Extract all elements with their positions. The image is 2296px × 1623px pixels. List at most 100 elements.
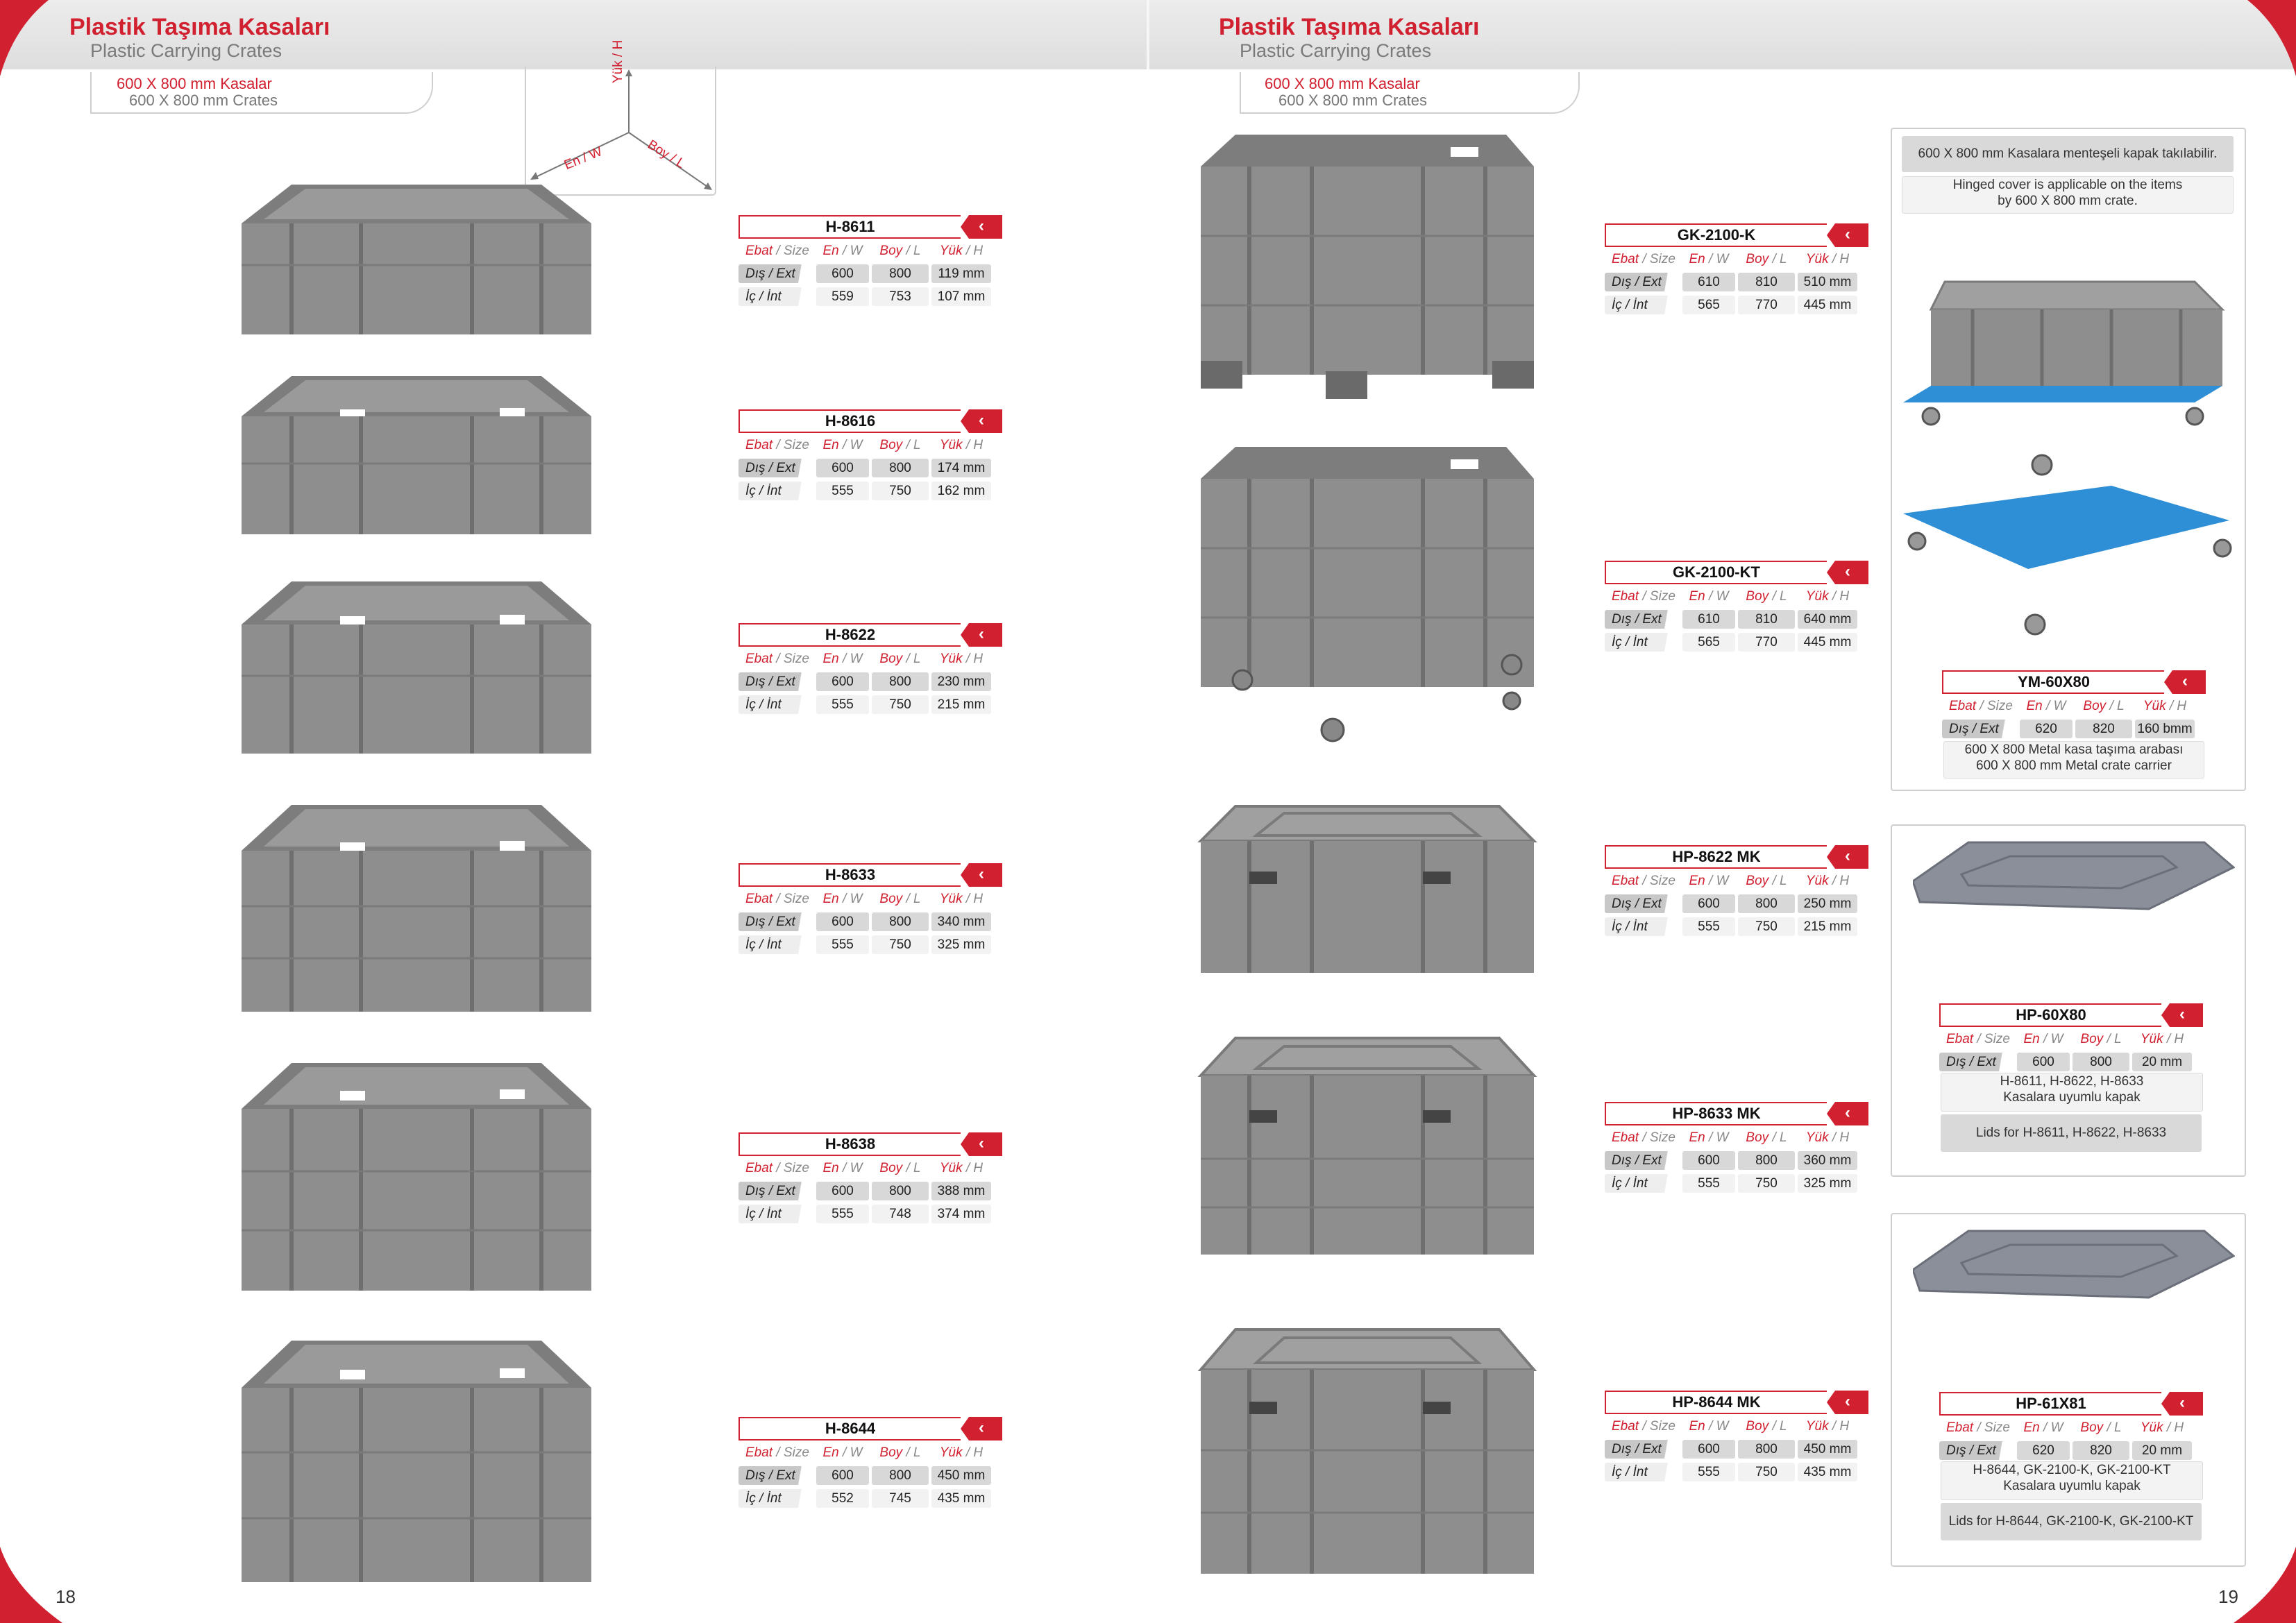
external-length: 800 [1738,894,1795,913]
size-header: Ebat / Size [1605,872,1680,890]
height-header-tr: Yük [2143,699,2166,713]
length-header: Boy / L [872,241,929,260]
size-header-en: / Size [1639,874,1675,888]
spec-header-row: Ebat / Size En / W Boy / L Yük / H [738,648,1002,670]
width-header-tr: En [1689,1419,1705,1434]
external-height: 20 mm [2132,1441,2192,1460]
height-header: Yük / H [931,1159,991,1178]
height-header: Yük / H [931,890,991,908]
spec-title-bar: HP-60X80 ‹ [1939,1003,2203,1027]
width-header-tr: En [1689,589,1705,604]
internal-height: 445 mm [1798,296,1857,314]
length-header-tr: Boy [879,892,903,906]
internal-label: İç / İnt [1605,633,1680,652]
h-8638-spec-table: H-8638 ‹ Ebat / Size En / W Boy / L Yük … [738,1132,1002,1225]
external-height: 640 mm [1798,610,1857,629]
internal-width: 555 [816,935,869,954]
size-header-en: / Size [1973,1032,2010,1046]
external-length: 800 [872,672,929,691]
external-width: 600 [816,912,869,931]
size-header-en: / Size [1639,1130,1675,1145]
crate-image-h-8633 [242,805,591,1012]
left-page-title: Plastik Taşıma Kasaları [69,14,330,40]
size-header: Ebat / Size [1605,587,1680,606]
height-header: Yük / H [931,649,991,668]
spec-title-bar: H-8644 ‹ [738,1417,1002,1441]
internal-height: 435 mm [1798,1463,1857,1481]
size-header: Ebat / Size [1942,697,2017,715]
spec-header-row: Ebat / Size En / W Boy / L Yük / H [1939,1028,2203,1050]
width-header: En / W [816,649,869,668]
chevron-left-icon: ‹ [1827,1391,1868,1414]
left-bottom-corner-swoosh [0,1547,62,1623]
chevron-left-icon: ‹ [1827,561,1868,584]
width-header-tr: En [1689,1130,1705,1145]
external-label: Dış / Ext [1942,720,2017,738]
left-tab-en: 600 X 800 mm Crates [129,92,278,109]
size-header-en: / Size [773,892,809,906]
length-header: Boy / L [1738,1128,1795,1147]
external-dimensions-row: Dış / Ext 600 800 360 mm [1605,1150,1868,1171]
h-8616-spec-table: H-8616 ‹ Ebat / Size En / W Boy / L Yük … [738,409,1002,502]
external-dimensions-row: Dış / Ext 620 820 160 bmm [1942,718,2206,740]
size-header-en: / Size [773,1161,809,1175]
length-header-en: / L [2106,699,2125,713]
crate-image-gk-2100-k [1201,135,1534,399]
external-width: 600 [816,264,869,283]
width-header: En / W [2017,1030,2070,1048]
size-header: Ebat / Size [1605,1417,1680,1436]
hp-60x80-spec-table: HP-60X80 ‹ Ebat / Size En / W Boy / L Yü… [1939,1003,2203,1073]
height-header-tr: Yük [939,438,963,452]
internal-width: 555 [816,482,869,500]
width-header-en: / W [1705,252,1729,266]
size-header-tr: Ebat [1612,589,1639,604]
length-header-tr: Boy [1746,252,1769,266]
height-header-en: / H [1828,874,1850,888]
spec-header-row: Ebat / Size En / W Boy / L Yük / H [738,434,1002,456]
spec-header-row: Ebat / Size En / W Boy / L Yük / H [738,1157,1002,1179]
internal-dimensions-row: İç / İnt 555 750 215 mm [1605,916,1868,937]
ym-60x80-spec-table: YM-60X80 ‹ Ebat / Size En / W Boy / L Yü… [1942,670,2206,740]
gk-2100-k-spec-table: GK-2100-K ‹ Ebat / Size En / W Boy / L Y… [1605,223,1868,316]
external-dimensions-row: Dış / Ext 600 800 450 mm [738,1465,1002,1486]
spec-header-row: Ebat / Size En / W Boy / L Yük / H [1939,1417,2203,1438]
length-header-en: / L [902,244,921,258]
size-header-en: / Size [773,244,809,258]
height-header-tr: Yük [939,1445,963,1460]
internal-length: 750 [872,482,929,500]
chevron-left-icon: ‹ [961,1417,1002,1441]
external-length: 800 [872,459,929,477]
spec-title-bar: H-8638 ‹ [738,1132,1002,1156]
lid-image-hp-61x81 [1913,1230,2235,1299]
product-code: H-8633 [738,863,961,887]
width-header: En / W [816,890,869,908]
ym-60x80-note-en: 600 X 800 mm Metal crate carrier [1976,758,2172,773]
external-dimensions-row: Dış / Ext 610 810 510 mm [1605,271,1868,293]
internal-label: İç / İnt [738,935,813,954]
external-height: 174 mm [931,459,991,477]
internal-width: 555 [816,695,869,714]
external-length: 810 [1738,610,1795,629]
ym-60x80-note-tr: 600 X 800 Metal kasa taşıma arabası [1964,742,2184,757]
length-header-tr: Boy [1746,1419,1769,1434]
size-header-tr: Ebat [745,652,773,666]
external-dimensions-row: Dış / Ext 610 810 640 mm [1605,609,1868,630]
internal-length: 750 [872,695,929,714]
size-header: Ebat / Size [738,436,813,454]
hp-61x81-note-en: Lids for H-8644, GK-2100-K, GK-2100-KT [1941,1503,2202,1540]
length-header-tr: Boy [879,1445,903,1460]
size-header: Ebat / Size [738,649,813,668]
external-width: 600 [816,1182,869,1200]
external-label: Dış / Ext [1605,1151,1680,1170]
external-height: 250 mm [1798,894,1857,913]
external-dimensions-row: Dış / Ext 620 820 20 mm [1939,1440,2203,1461]
h-8644-spec-table: H-8644 ‹ Ebat / Size En / W Boy / L Yük … [738,1417,1002,1509]
height-header: Yük / H [2135,697,2195,715]
product-code: GK-2100-K [1605,223,1827,247]
height-header: Yük / H [1798,250,1857,269]
spec-title-bar: HP-8633 MK ‹ [1605,1102,1868,1125]
spec-title-bar: YM-60X80 ‹ [1942,670,2206,694]
spec-title-bar: H-8633 ‹ [738,863,1002,887]
width-header-en: / W [2042,699,2066,713]
external-dimensions-row: Dış / Ext 600 800 388 mm [738,1180,1002,1202]
